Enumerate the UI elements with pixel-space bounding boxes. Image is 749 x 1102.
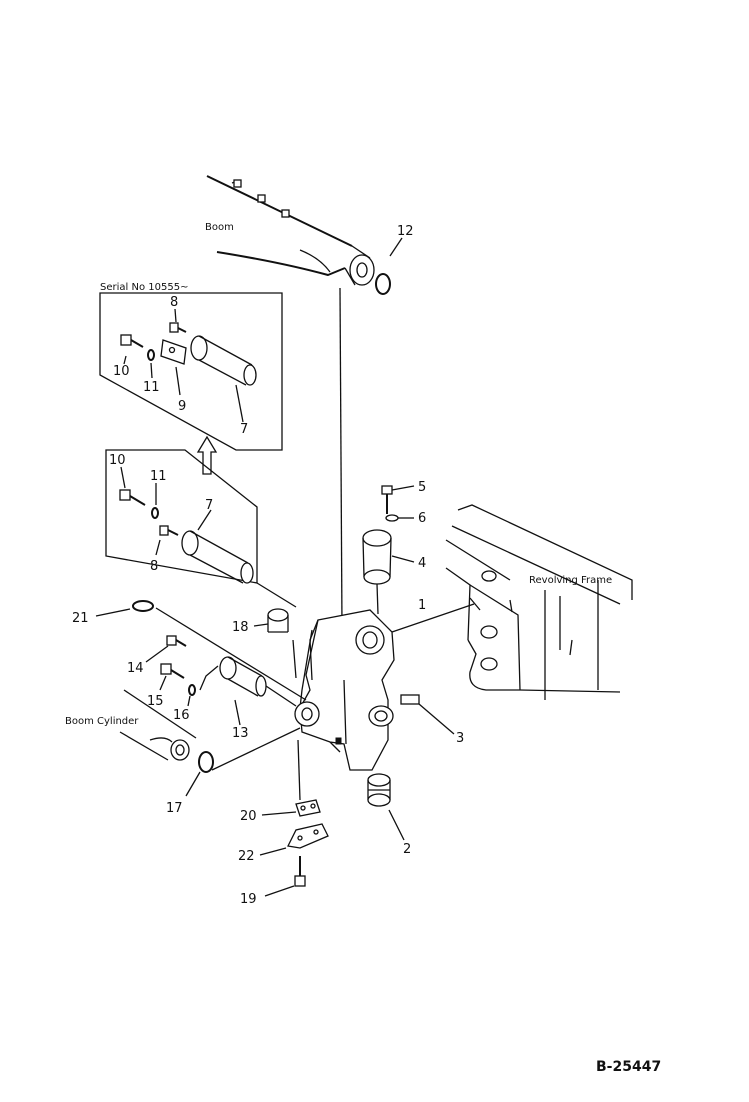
part-label-3: 3 [456, 731, 464, 746]
part-4-pin [362, 529, 415, 615]
part-label-22: 22 [238, 849, 255, 864]
part-2-bushing [367, 773, 405, 841]
part-label-12: 12 [397, 224, 414, 239]
part-label-18: 18 [232, 620, 249, 635]
part-16-washer [187, 684, 196, 707]
part-label-16: 16 [173, 708, 190, 723]
part-label-6: 6 [418, 511, 426, 526]
part-15-bolt [159, 663, 185, 691]
boom-cylinder [119, 689, 197, 761]
part-18-plug [253, 608, 297, 679]
part-12-washer [375, 237, 403, 295]
part-13-pin [199, 656, 297, 726]
part-3-fitting [400, 694, 455, 735]
part-label-13: 13 [232, 726, 249, 741]
label-revolving-frame: Revolving Frame [529, 575, 612, 586]
part-label-5: 5 [418, 480, 426, 495]
figure-id: B-25447 [596, 1059, 661, 1075]
pin-7-upper [190, 335, 257, 423]
part-label-14: 14 [127, 661, 144, 676]
part-label-8-upper: 8 [170, 295, 178, 310]
part-label-4: 4 [418, 556, 426, 571]
part-label-10-upper: 10 [113, 364, 130, 379]
part-label-9: 9 [178, 399, 186, 414]
revolving-frame [445, 504, 633, 700]
part-label-20: 20 [240, 809, 257, 824]
part-label-11-upper: 11 [143, 380, 160, 395]
part-20-plate [261, 739, 321, 817]
part-label-15: 15 [147, 694, 164, 709]
label-boom: Boom [205, 222, 234, 233]
part-label-7-upper: 7 [240, 422, 248, 437]
part-label-11-lower: 11 [150, 469, 167, 484]
part-19-bolt [264, 856, 306, 897]
part-17-washer [185, 727, 301, 797]
serial-box [99, 292, 283, 451]
part-label-10-lower: 10 [109, 453, 126, 468]
bolt-10-upper [120, 334, 144, 365]
part-label-17: 17 [166, 801, 183, 816]
part-label-21: 21 [72, 611, 89, 626]
part-label-2: 2 [403, 842, 411, 857]
washer-11-upper [147, 349, 155, 379]
part-6-washer [385, 514, 414, 522]
plate-9-upper [160, 339, 187, 396]
part-label-19: 19 [240, 892, 257, 907]
part-label-8-lower: 8 [150, 559, 158, 574]
label-boom-cylinder: Boom Cylinder [65, 716, 139, 727]
standard-box [105, 449, 297, 608]
label-serial-no: Serial No 10555~ [100, 282, 188, 293]
part-21-washer [95, 600, 307, 701]
bolt-10-lower [119, 466, 146, 506]
bolt-8-lower [155, 525, 179, 556]
pin-7-lower [181, 509, 254, 584]
washer-11-lower [151, 483, 159, 519]
bolt-8-upper [169, 308, 187, 333]
part-5-bolt [381, 485, 415, 514]
part-label-7-lower: 7 [205, 498, 213, 513]
part-label-1: 1 [418, 598, 426, 613]
part-22-shim [259, 823, 329, 856]
boom [206, 175, 375, 629]
up-arrow-icon [196, 435, 218, 475]
part-14-bolt [145, 635, 187, 663]
part-1-swing-bracket [294, 603, 475, 771]
